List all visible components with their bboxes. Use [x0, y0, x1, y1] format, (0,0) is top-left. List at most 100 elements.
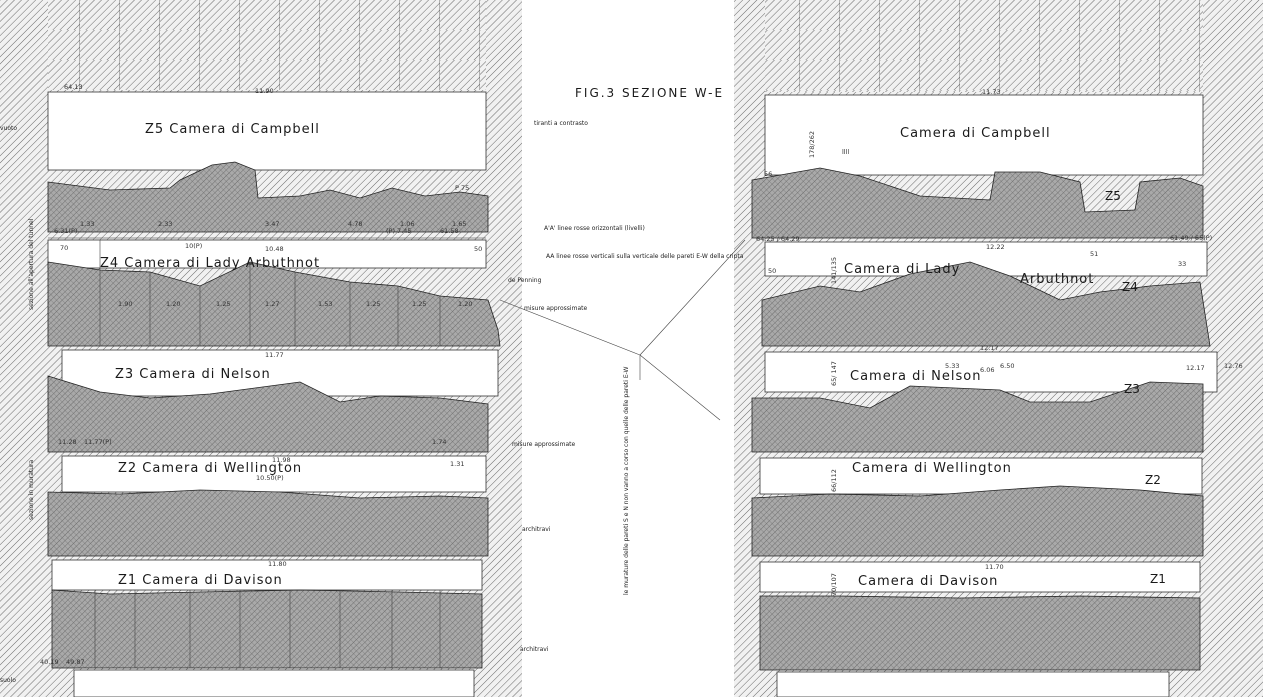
left-z5-beam-6: 1.65 [452, 220, 466, 228]
right-z4-top-left: 64.25 / 64.29 [756, 235, 800, 243]
left-z1-floor [51, 589, 483, 669]
left-z4-beam-7: 1.25 [412, 300, 426, 308]
left-z5-right-dim: 61.58 [440, 227, 459, 235]
left-z4-beam-8: 1.20 [458, 300, 472, 308]
note-misure-2: misure approssimate [512, 441, 575, 448]
left-side-text-2: sezione in muratura [28, 460, 35, 520]
right-z1-width: 11.70 [985, 563, 1004, 571]
left-z5-beam-1: 1.33 [80, 220, 94, 228]
left-z4-beam-1: 1.90 [118, 300, 132, 308]
left-p-mark: P 75 [455, 184, 469, 192]
right-z5-width: 11.73 [982, 88, 1001, 96]
right-z2-chamber [759, 457, 1203, 495]
right-z2-label: Camera di Wellington [852, 461, 1012, 476]
right-z4-label2: Arbuthnot [1020, 272, 1094, 287]
right-z5-vert: 178/262 [808, 131, 816, 158]
left-z4-beam-5: 1.53 [318, 300, 332, 308]
right-z3-label: Camera di Nelson [850, 369, 981, 384]
right-z5-tag: Z5 [1105, 189, 1121, 203]
right-z1-chamber [759, 561, 1201, 593]
note-linee-orizzontali: A'A' linee rosse orizzontali (livelli) [544, 225, 645, 232]
left-z5-beam-5: 1.06 [400, 220, 414, 228]
note-misure-1: misure approssimate [524, 305, 587, 312]
left-z2-label: Z2 Camera di Wellington [118, 461, 302, 476]
left-z3-left2-dim: 11.77(P) [84, 438, 112, 446]
left-z5-floor [47, 161, 489, 233]
note-murature: le murature delle pareti S e N non vanno… [623, 366, 630, 595]
left-z5-chamber [47, 91, 487, 171]
right-z3-tag: Z3 [1124, 382, 1140, 396]
right-z3-vert: 65/ 147 [830, 361, 838, 386]
right-z3-mid: 5.33 [945, 362, 959, 370]
left-edge-text-1: vuoto [0, 125, 17, 132]
right-z4-width: 12.22 [986, 243, 1005, 251]
note-tiranti: tiranti a contrasto [534, 120, 588, 127]
right-z3-mid3: 6.50 [1000, 362, 1014, 370]
right-z3-mid2: 6.06 [980, 366, 994, 374]
left-z5-beam-2: 2.33 [158, 220, 172, 228]
right-z3-far: 12.76 [1224, 362, 1243, 370]
right-z4-vert: 141/135 [830, 257, 838, 284]
right-z2-vert: 66/112 [830, 469, 838, 492]
left-section [0, 0, 522, 697]
right-base-opening [776, 671, 1170, 697]
left-z3-right-dim: 1.74 [432, 438, 446, 446]
right-z5-left: 56 [764, 170, 772, 178]
left-z3-width: 11.77 [265, 351, 284, 359]
left-z5-width: 11.90 [255, 87, 274, 95]
left-z4-beam-4: 1.27 [265, 300, 279, 308]
left-z5-left-dim: 6.31(P) [54, 227, 77, 235]
left-z5-mid-dim: (P) 7.45 [386, 227, 412, 235]
right-cartouche: llll [842, 148, 849, 156]
left-z4-chamber [47, 239, 487, 269]
right-z1-label: Camera di Davison [858, 574, 998, 589]
right-section [734, 0, 1263, 697]
note-architravi-1: architravi [522, 526, 551, 533]
left-z2-width: 11.98 [272, 456, 291, 464]
note-architravi-2: architravi [520, 646, 549, 653]
left-z4-width: 10.48 [265, 245, 284, 253]
left-z5-beam-4: 4.78 [348, 220, 362, 228]
right-z4-label: Camera di Lady [844, 262, 960, 277]
left-z2-chamber [61, 455, 487, 493]
right-z4-left: 50 [768, 267, 776, 275]
left-edge-text-2: suolo [0, 677, 16, 684]
left-z4-floor [47, 261, 501, 347]
right-z1-floor [759, 595, 1201, 671]
figure-title: FIG.3 SEZIONE W-E [575, 86, 724, 100]
right-z4-top-right: 61.49 / 65(P) [1170, 234, 1212, 242]
right-z3-right: 12.17 [1186, 364, 1205, 372]
left-z5-label: Z5 Camera di Campbell [145, 122, 320, 137]
right-z2-tag: Z2 [1145, 473, 1161, 487]
right-top-blocks [765, 0, 1203, 92]
left-z2-inner: 10.50(P) [256, 474, 284, 482]
left-z2-floor [47, 489, 489, 557]
left-z3-left-dim: 11.28 [58, 438, 77, 446]
left-z4-beam-2: 1.20 [166, 300, 180, 308]
note-de-penning: de Penning [508, 277, 542, 284]
left-z1-label: Z1 Camera di Davison [118, 573, 283, 588]
left-z1-width: 11.80 [268, 560, 287, 568]
left-base-dim-2: 49.87 [66, 658, 85, 666]
note-linee-verticali: AA linee rosse verticali sulla verticale… [546, 253, 744, 260]
right-z2-floor [751, 485, 1204, 557]
left-z4-left2-dim: 10(P) [185, 242, 202, 250]
right-z4-chamber [764, 241, 1208, 277]
left-side-text-1: sezione all'apertura del tunnel [28, 218, 35, 310]
left-z4-label: Z4 Camera di Lady Arbuthnot [100, 256, 320, 271]
left-z1-chamber [51, 559, 483, 591]
leader-lines [499, 239, 746, 421]
left-z3-label: Z3 Camera di Nelson [115, 367, 271, 382]
right-z4-floor [761, 261, 1211, 347]
left-z5-beam-3: 3.47 [265, 220, 279, 228]
right-z3-width: 12.17 [980, 344, 999, 352]
right-z5-floor [751, 167, 1204, 239]
right-z1-vert: 70/107 [830, 573, 838, 596]
left-z4-right-dim: 50 [474, 245, 482, 253]
left-z4-left-dim: 70 [60, 244, 68, 252]
right-z1-tag: Z1 [1150, 572, 1166, 586]
right-z5-label: Camera di Campbell [900, 126, 1051, 141]
right-z4-tag: Z4 [1122, 280, 1138, 294]
left-z5-corner: 64.13 [64, 83, 83, 91]
